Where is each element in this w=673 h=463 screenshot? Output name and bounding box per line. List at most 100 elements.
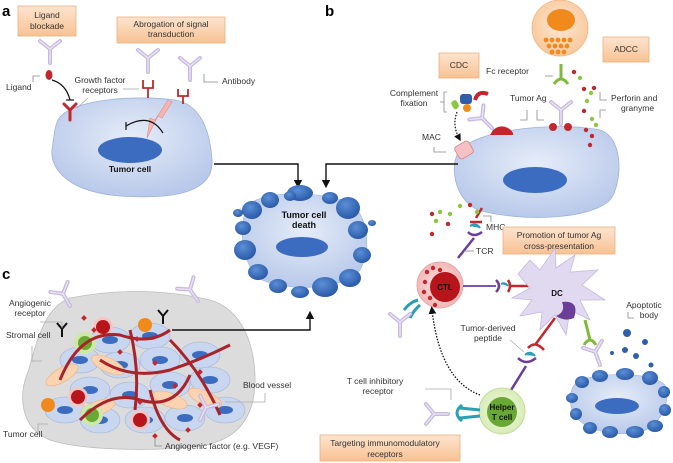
granule: [430, 265, 436, 271]
complement-c-green: [451, 100, 459, 110]
granule: [549, 49, 555, 55]
angiogenic-factor-icon: [197, 369, 203, 375]
bleb: [261, 192, 279, 208]
angiogenic-factor-icon: [117, 349, 123, 355]
svg-text:cross-presentation: cross-presentation: [524, 241, 594, 251]
panel-a: Ligand blockade Abrogation of signal tra…: [6, 5, 303, 198]
bleb: [348, 221, 368, 239]
svg-text:transduction: transduction: [148, 29, 195, 39]
angiogenic-factor-icon: [172, 383, 178, 389]
granule: [427, 295, 433, 301]
svg-text:receptor: receptor: [14, 308, 45, 318]
tcr-label: TCR: [476, 246, 493, 256]
granule: [555, 49, 561, 55]
granule: [567, 37, 573, 43]
angiogenic-factor-icon: [152, 360, 158, 366]
tumor-ag-label: Tumor Ag: [510, 93, 547, 103]
perforin-dot: [457, 203, 463, 209]
perforin-dot: [429, 231, 435, 237]
antibody-label: Antibody: [222, 76, 256, 86]
svg-text:Abrogation of signal: Abrogation of signal: [133, 19, 208, 29]
blood-vessel: [148, 389, 181, 442]
promotion-box: Promotion of tumor Ag cross-presentation: [502, 226, 616, 255]
bleb: [626, 426, 644, 438]
perforin-dot: [588, 90, 594, 96]
perforin-dot: [445, 221, 451, 227]
svg-text:ADCC: ADCC: [614, 44, 638, 54]
panel-c: Angiogenic receptor Stromal cell Blood v…: [3, 275, 315, 451]
mhc-label: MHC: [486, 222, 505, 232]
growth-factor-receptor-icon: [62, 102, 78, 122]
helper-t-cell-label: Helper: [490, 403, 515, 412]
arrow-a-to-death: [214, 163, 303, 189]
signal-bolt-icon: [146, 99, 173, 139]
tcr-icon: [457, 230, 483, 259]
antibody-icon-ctl: [388, 312, 412, 338]
bleb-cluster: [233, 185, 376, 298]
granules: [543, 37, 573, 55]
bleb: [291, 286, 309, 298]
bleb: [602, 426, 618, 438]
angiogenic-receptor-icon: [56, 322, 68, 337]
bleb: [336, 197, 360, 219]
granule: [432, 302, 438, 308]
immune-cell-nucleus: [96, 320, 110, 334]
tumor-cell-label-a: Tumor cell: [109, 164, 151, 174]
ctl-label: CTL: [437, 283, 453, 292]
angiogenic-factor-label: Angiogenic factor (e.g. VEGF): [165, 441, 279, 451]
perforin-dot: [593, 122, 599, 128]
bleb: [368, 220, 376, 226]
orange-cell: [138, 318, 152, 332]
bleb: [353, 247, 371, 263]
t-cell-inhibitory-receptor-label: T cell inhibitory: [347, 376, 404, 386]
cdc-box: CDC: [438, 52, 480, 79]
fc-receptor-icon: [552, 64, 570, 85]
perforin-dot: [591, 85, 597, 91]
dc-label: DC: [551, 289, 563, 298]
targeting-box: Targeting immunomodulatory receptors: [319, 434, 461, 462]
perforin-dot: [584, 98, 590, 104]
apoptotic-body-icon: [648, 362, 654, 368]
svg-text:peptide: peptide: [474, 333, 502, 343]
tumor-cell-death-label: Tumor cell: [282, 210, 327, 220]
t-cell-inhibitory-receptor-icon: [455, 403, 481, 423]
angiogenic-factor-icon: [152, 433, 158, 439]
bleb: [312, 277, 338, 297]
bleb: [339, 269, 361, 287]
granule: [543, 37, 549, 43]
dendritic-cell: [510, 246, 607, 337]
granule: [564, 43, 570, 49]
angiogenic-receptor-label: Angiogenic: [9, 298, 52, 308]
blood-vessel-label: Blood vessel: [243, 380, 291, 390]
bleb: [234, 240, 256, 260]
granule: [546, 43, 552, 49]
dc-nucleus: [556, 301, 576, 320]
tumor-ag-icon-1: [490, 126, 514, 135]
tumor-cell-c: [164, 404, 206, 432]
ligand-label: Ligand: [6, 82, 32, 92]
nucleus-b: [503, 167, 567, 193]
granule: [421, 289, 427, 295]
orange-cell: [41, 398, 55, 412]
blood-vessel: [58, 328, 171, 381]
angiogenic-factor-icon: [81, 315, 87, 321]
blood-vessel: [99, 343, 231, 375]
nucleus-death: [276, 237, 328, 257]
growth-factor-receptors-label: Growth factor: [74, 75, 125, 85]
bleb: [570, 408, 582, 420]
complement-c-orange: [463, 104, 471, 112]
perforin-dot: [571, 69, 577, 75]
perforin-dot: [581, 108, 587, 114]
nucleus-a: [98, 137, 162, 163]
receptor-icon-2: [177, 89, 189, 104]
panel-b: ADCC CDC MAC Complement fixation Fc rece…: [319, 0, 671, 462]
complement-c-blue: [460, 94, 472, 104]
complement-fixation-label: Complement: [390, 88, 439, 98]
antibody-icon-1: [136, 48, 160, 74]
antibody-icon-adcc: [549, 100, 573, 126]
svg-text:granyme: granyme: [621, 103, 654, 113]
svg-text:body: body: [640, 310, 659, 320]
granule: [424, 269, 430, 275]
apoptotic-body-label: Apoptotic: [626, 300, 662, 310]
